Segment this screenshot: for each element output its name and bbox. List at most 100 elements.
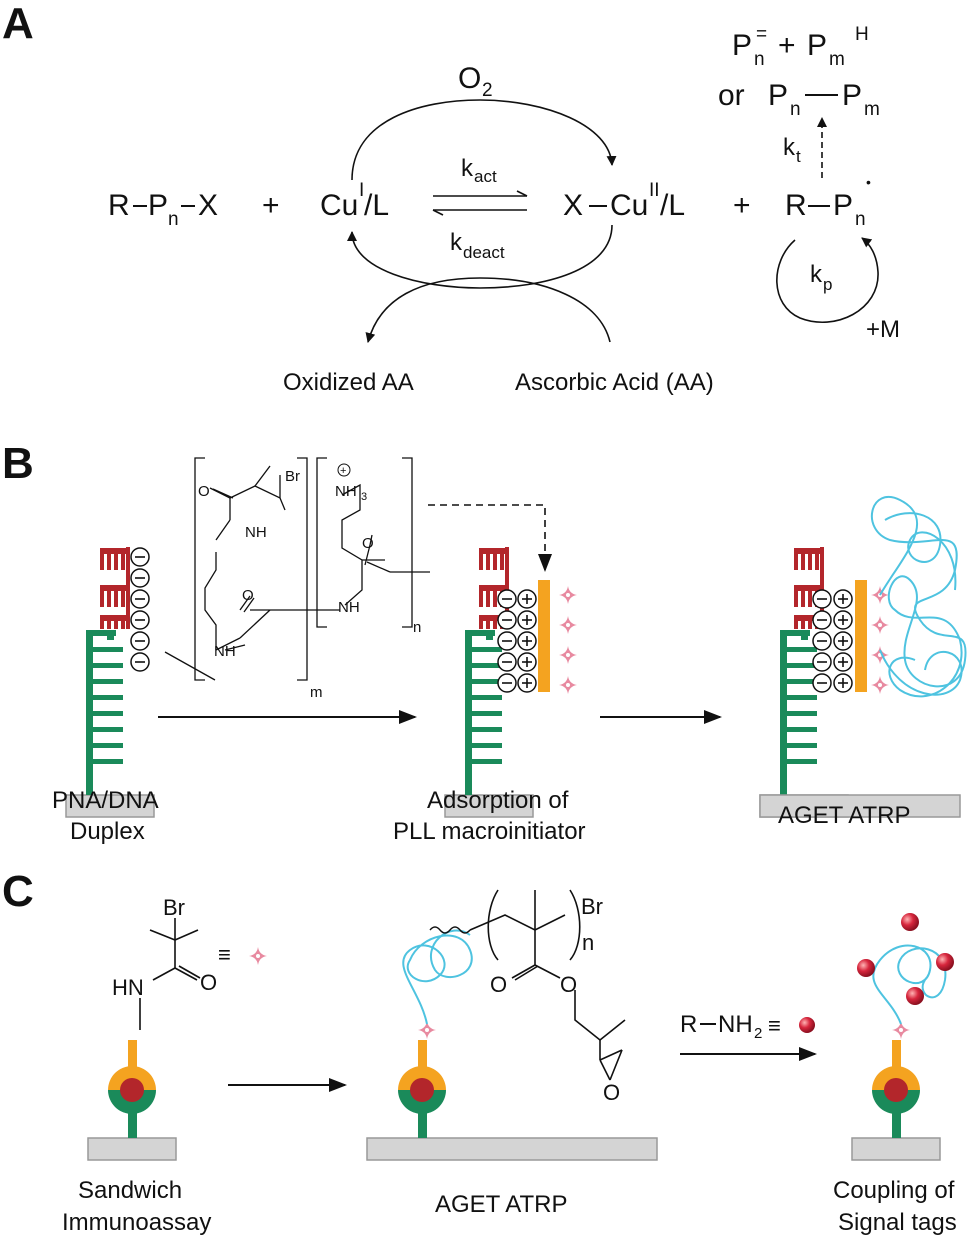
- pll-o2: O: [242, 587, 254, 604]
- o2-subscript: 2: [482, 80, 493, 101]
- panel-label-a: A: [2, 0, 34, 48]
- equiv-sign-1: ≡: [218, 942, 231, 967]
- pll-m: m: [310, 684, 323, 701]
- reactant-x: X: [198, 189, 218, 222]
- pll-layer-3: [855, 580, 867, 692]
- plus-sign: +: [733, 189, 751, 222]
- polymer-chain-c3: [872, 944, 947, 1025]
- pll-nh3: NH: [335, 483, 357, 500]
- gma-monomer-structure: [469, 889, 626, 1081]
- label-sandwich-line1: Sandwich: [78, 1177, 182, 1204]
- term-m4: m: [864, 99, 880, 120]
- radical-p: P: [833, 189, 853, 222]
- term-plus: +: [778, 29, 796, 62]
- monomer-label: +M: [866, 316, 900, 343]
- term-or: or: [718, 79, 745, 112]
- polymer-brush-b-extra: [879, 512, 963, 696]
- pll-nh2: NH: [214, 643, 236, 660]
- sandwich-antibody-3: [872, 1040, 920, 1138]
- pll-o3: O: [362, 535, 374, 552]
- pll-n: n: [413, 619, 421, 636]
- kdeact-label: k: [450, 229, 463, 256]
- cu1-ligand: /L: [364, 189, 389, 222]
- pll-nh4: NH: [338, 599, 360, 616]
- term-n3: n: [790, 99, 801, 120]
- initiator-hn: HN: [112, 975, 144, 1000]
- surface-2: [366, 1137, 658, 1161]
- amine-nh: NH: [718, 1011, 753, 1038]
- pll-charge-circle: [337, 463, 351, 477]
- initiator-structure: [139, 918, 201, 1030]
- polymer-brush-b: [871, 496, 967, 698]
- dashed-adsorption-arrow: [428, 504, 552, 572]
- propagation-cycle: [776, 237, 879, 323]
- label-adsorption-line1: Adsorption of: [427, 787, 569, 814]
- ascorbic-acid-label: Ascorbic Acid (AA): [515, 369, 714, 396]
- initiator-sites-2: [559, 586, 577, 694]
- cu2-superscript: II: [649, 180, 660, 201]
- reactant-p: P: [148, 189, 168, 222]
- label-coupling-line1: Coupling of: [833, 1177, 955, 1204]
- equiv-sign-2: ≡: [768, 1013, 781, 1038]
- amine-r: R: [680, 1011, 697, 1038]
- panel-b: B: [2, 439, 967, 845]
- charge-column-2: [497, 589, 537, 693]
- label-duplex-line2: Duplex: [70, 818, 145, 845]
- initiator-sites-3: [871, 586, 889, 694]
- kp-subscript: p: [823, 275, 832, 294]
- initiator-o: O: [200, 970, 217, 995]
- pll-macroinitiator-structure: [164, 457, 430, 681]
- panel-label-c: C: [2, 867, 34, 916]
- pll-o1: O: [198, 483, 210, 500]
- kp-label: k: [810, 261, 823, 288]
- term-n1: n: [754, 49, 765, 70]
- reduction-arc: [347, 224, 613, 289]
- label-duplex-line1: PNA/DNA: [52, 787, 159, 814]
- panel-a: A R P n X + Cu I /L k act k deact X Cu I…: [2, 0, 900, 396]
- term-eq: =: [756, 24, 767, 45]
- term-p1: P: [732, 29, 752, 62]
- cu1-label: Cu: [320, 189, 358, 222]
- pll-br: Br: [285, 468, 300, 485]
- radical-dot: •: [866, 174, 871, 190]
- amine-nh2-sub: 2: [754, 1025, 762, 1042]
- cu2-x: X: [563, 189, 583, 222]
- charge-column-3: [812, 589, 853, 693]
- reactant-n: n: [168, 209, 179, 230]
- panel-c: C Br O HN ≡: [2, 867, 957, 1236]
- gma-o3: O: [603, 1080, 620, 1105]
- pll-nh1: NH: [245, 524, 267, 541]
- label-sandwich-line2: Immunoassay: [62, 1209, 211, 1236]
- surface-3: [851, 1137, 941, 1161]
- term-h: H: [855, 24, 869, 45]
- term-p2: P: [807, 29, 827, 62]
- kt-label: k: [783, 134, 796, 161]
- wavy-bond: [429, 926, 471, 934]
- surface-1: [87, 1137, 177, 1161]
- oxidation-arc: [351, 99, 617, 181]
- term-m: m: [829, 49, 845, 70]
- ascorbic-arc: [365, 277, 611, 343]
- plus-sign: +: [262, 189, 280, 222]
- kact-subscript: act: [474, 167, 497, 186]
- polymer-chain-c2: [402, 929, 473, 1025]
- gma-o2: O: [560, 972, 577, 997]
- initiator-star-icon: [249, 947, 267, 965]
- signal-tags: [857, 913, 954, 1005]
- cu2-ligand: /L: [660, 189, 685, 222]
- initiator-br: Br: [163, 895, 185, 920]
- pll-plus: +: [340, 465, 346, 477]
- label-coupling-line2: Signal tags: [838, 1209, 957, 1236]
- radical-n: n: [855, 209, 866, 230]
- pll-layer-2: [538, 580, 550, 692]
- cu1-superscript: I: [359, 180, 364, 201]
- radical-r: R: [785, 189, 807, 222]
- panel-label-b: B: [2, 439, 34, 488]
- kdeact-subscript: deact: [463, 243, 505, 262]
- gma-n: n: [582, 930, 594, 955]
- sandwich-antibody-1: [108, 1040, 156, 1138]
- term-p4: P: [842, 79, 862, 112]
- signal-tag-legend-icon: [799, 1017, 815, 1033]
- reactant-r: R: [108, 189, 130, 222]
